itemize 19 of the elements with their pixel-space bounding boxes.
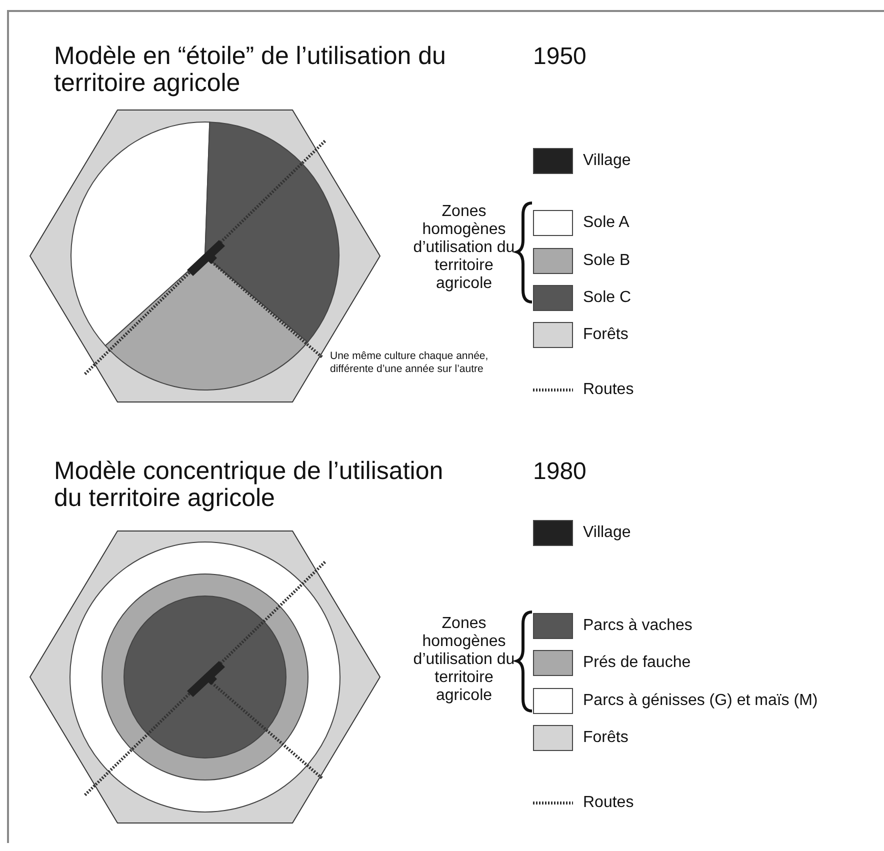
group-label: Zones homogènes d’utilisation du territoire agricole [412,203,516,293]
panel-heading: Modèle concentrique de l’utilisation du territoire agricole [54,458,444,512]
legend-label: Parcs à génisses (G) et maïs (M) [583,691,818,711]
legend-label: Village [583,523,631,543]
legend-label: Sole B [583,251,630,271]
legend-label: Routes [583,793,634,813]
legend-label: Sole C [583,288,632,308]
year-label: 1950 [533,43,586,71]
legend-label: Parcs à vaches [583,616,692,636]
legend-label: Routes [583,380,634,400]
annotation-text: Une même culture chaque année, différente d’une année sur l’autre [330,350,490,376]
legend-label: Prés de fauche [583,653,691,673]
group-label: Zones homogènes d’utilisation du territoire agricole [412,615,516,705]
legend-label: Forêts [583,325,628,345]
year-label: 1980 [533,458,586,486]
panel-heading: Modèle en “étoile” de l’utilisation du territoire agricole [54,43,447,97]
legend-label: Sole A [583,213,630,233]
legend-label: Village [583,151,631,171]
legend-label: Forêts [583,728,628,748]
